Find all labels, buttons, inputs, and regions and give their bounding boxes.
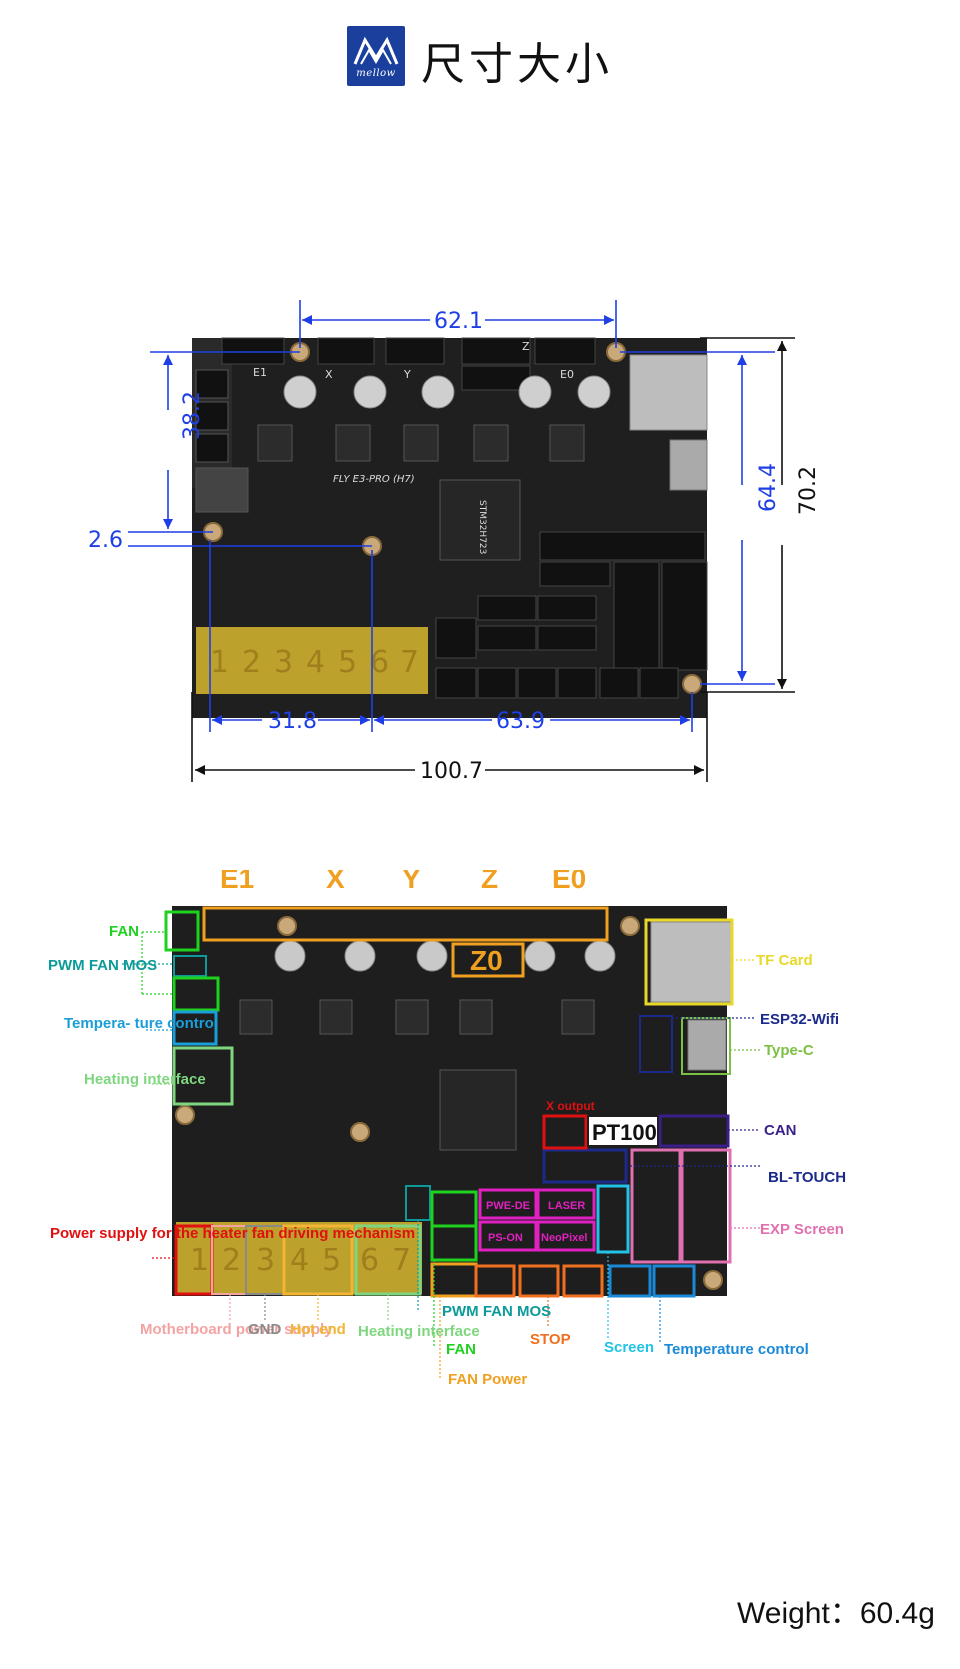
ps-on-label: PS-ON: [488, 1232, 523, 1244]
silk-e0: E0: [560, 368, 574, 381]
callout-pwm-fan-mos: PWM FAN MOS: [48, 957, 157, 974]
dim-70-2: 70.2: [796, 466, 821, 515]
silk-mcu: STM32H723: [477, 500, 487, 554]
overall-dimension-lines: [191, 337, 795, 782]
terminal-num-3: 3: [274, 645, 293, 680]
callout-power-supply-heater: Power supply for the heater fan driving …: [50, 1225, 415, 1242]
mellow-logo-icon: [353, 36, 399, 65]
usb-port-2: [687, 1019, 727, 1071]
terminal2-num-2: 2: [222, 1243, 241, 1278]
terminal-num-7: 7: [400, 645, 419, 680]
dim-63-9: 63.9: [496, 709, 545, 734]
terminal-num-4: 4: [306, 645, 325, 680]
axis-label-e1: E1: [220, 870, 254, 894]
callout-tf-card: TF Card: [756, 952, 813, 969]
annotated-diagram: 1 2 3 4 5 6 7 E1 X Y Z E0 Z0: [48, 870, 846, 1388]
neopixel-label: NeoPixel: [541, 1232, 587, 1244]
terminal2-num-4: 4: [290, 1243, 309, 1278]
usb-port: [669, 439, 708, 491]
weight-label: Weight：60.4g: [737, 1597, 935, 1630]
silk-e1: E1: [253, 366, 267, 379]
pt100-label: PT100: [592, 1120, 657, 1145]
callout-temperature-control-bottom: Temperature control: [664, 1341, 809, 1358]
z0-box: [451, 942, 525, 978]
sd-slot: [629, 354, 708, 431]
header: mellow 尺寸大小: [0, 0, 960, 110]
dim-38-2: 38.2: [180, 391, 205, 440]
sd-slot-2: [650, 921, 732, 1003]
dim-31-8: 31.8: [268, 709, 317, 734]
terminal2-num-7: 7: [392, 1243, 411, 1278]
axis-label-x: X: [326, 870, 345, 894]
axis-label-e0: E0: [552, 870, 586, 894]
laser-label: LASER: [548, 1200, 585, 1212]
terminal-num-2: 2: [242, 645, 261, 680]
callout-fan: FAN: [109, 923, 139, 940]
axis-label-z: Z: [481, 870, 498, 894]
callout-fan-bottom: FAN: [446, 1341, 476, 1358]
callout-temperature-control: Tempera- ture control: [64, 1015, 218, 1032]
terminal-block-2: [176, 1222, 422, 1294]
callout-exp-screen: EXP Screen: [760, 1221, 844, 1238]
silk-board-name: FLY E3-PRO (H7): [333, 474, 415, 485]
terminal2-num-3: 3: [256, 1243, 275, 1278]
terminal2-num-1: 1: [190, 1243, 209, 1278]
callout-screen: Screen: [604, 1339, 654, 1356]
callout-stop: STOP: [530, 1331, 571, 1348]
terminal-num-5: 5: [338, 645, 357, 680]
axis-label-y: Y: [402, 870, 421, 894]
callout-pwm-fan-mos-bottom: PWM FAN MOS: [442, 1303, 551, 1320]
callout-gnd: GND: [248, 1321, 282, 1338]
dimension-arrows: [163, 315, 747, 725]
terminal2-num-5: 5: [322, 1243, 341, 1278]
terminal-num-6: 6: [370, 645, 389, 680]
callout-fan-power: FAN Power: [448, 1371, 527, 1388]
dimension-lines: [128, 300, 775, 732]
pwe-de-label: PWE-DE: [486, 1200, 530, 1212]
callout-heating-interface-bottom: Heating interface: [358, 1323, 480, 1340]
x-output-label: X output: [546, 1099, 595, 1113]
z0-label: Z0: [470, 945, 503, 976]
logo-text: mellow: [356, 68, 396, 79]
silk-z: Z: [522, 340, 530, 353]
callout-hot-end: Hot end: [290, 1321, 346, 1338]
overall-arrows: [195, 341, 787, 775]
silk-x: X: [325, 368, 333, 381]
board-top: 1 2 3 4 5 6 7 E1 X Y Z E0: [192, 337, 708, 718]
page-title: 尺寸大小: [421, 39, 613, 90]
callout-motherboard-power: Motherboard power supply: [140, 1321, 333, 1338]
dim-2-6: 2.6: [88, 528, 123, 553]
callout-esp32-wifi: ESP32-Wifi: [760, 1011, 839, 1028]
terminal-block: [196, 627, 428, 694]
mellow-logo: mellow: [347, 26, 405, 86]
silk-y: Y: [403, 368, 411, 381]
dimension-diagram: 1 2 3 4 5 6 7 E1 X Y Z E0: [88, 300, 821, 784]
dim-64-4: 64.4: [756, 463, 781, 512]
callout-bl-touch: BL-TOUCH: [768, 1169, 846, 1186]
callout-heating-interface: Heating interface: [84, 1071, 206, 1088]
dim-62-1: 62.1: [434, 309, 483, 334]
axis-box: [202, 906, 609, 942]
dim-100-7: 100.7: [420, 759, 483, 784]
callout-can: CAN: [764, 1122, 797, 1139]
callout-type-c: Type-C: [764, 1042, 814, 1059]
terminal-num-1: 1: [210, 645, 229, 680]
terminal2-num-6: 6: [360, 1243, 379, 1278]
